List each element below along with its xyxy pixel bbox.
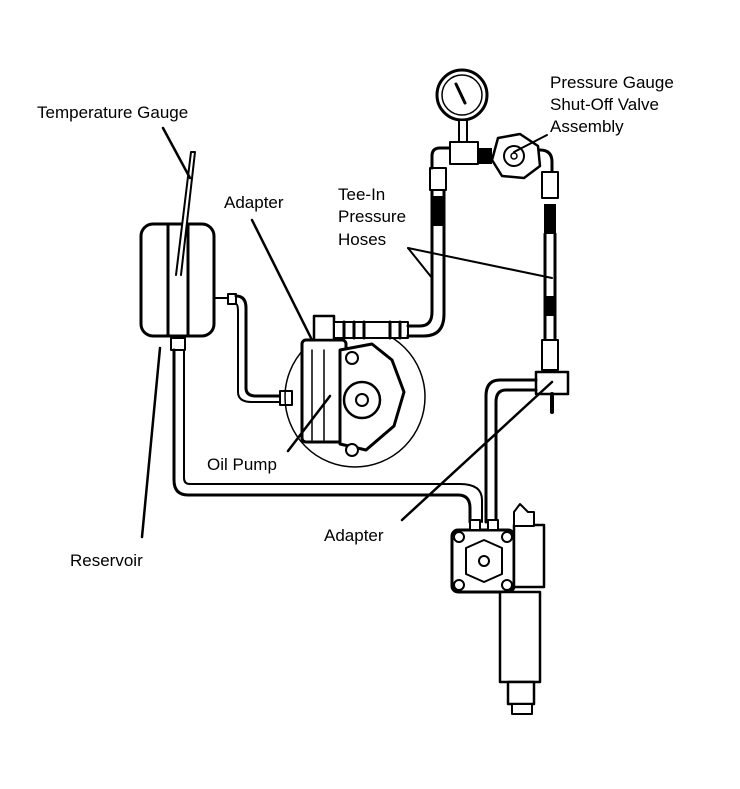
hose-right-elbow	[538, 148, 554, 178]
temperature-gauge-probe	[175, 151, 196, 276]
pump-adapter	[312, 314, 409, 342]
return-line	[172, 348, 472, 524]
leader-shut-off-valve	[513, 134, 548, 153]
tee-in-hose-left-inner	[406, 188, 446, 338]
leader-hose-left	[407, 247, 433, 279]
hose-right-sleeve	[544, 204, 556, 234]
label-tee-in-line1: Tee-In	[338, 185, 385, 204]
leader-hose-right	[407, 247, 553, 279]
reservoir-outlet-fitting	[213, 293, 237, 305]
label-adapter-bottom: Adapter	[324, 526, 384, 545]
leader-adapter-top	[250, 218, 314, 342]
leader-reservoir	[140, 346, 162, 539]
gear-adapter	[484, 370, 570, 524]
leader-temperature-gauge	[161, 126, 192, 180]
return-line-inner	[183, 349, 483, 523]
hose-right-lower-fitting	[541, 339, 559, 371]
label-temperature-gauge: Temperature Gauge	[37, 103, 188, 122]
label-pressure-gauge-line3: Assembly	[550, 117, 624, 136]
leader-oil-pump	[286, 394, 332, 453]
leader-lines	[140, 126, 554, 539]
label-adapter-top: Adapter	[224, 193, 284, 212]
label-oil-pump: Oil Pump	[207, 455, 277, 474]
shut-off-valve	[478, 132, 542, 180]
label-pressure-gauge-line2: Shut-Off Valve	[550, 95, 659, 114]
oil-pump	[300, 338, 406, 457]
label-pressure-gauge-line1: Pressure Gauge	[550, 73, 674, 92]
reservoir	[139, 222, 216, 351]
hose-right-fitting	[541, 171, 559, 199]
hose-left-sleeve	[432, 196, 444, 226]
pressure-gauge	[435, 68, 489, 165]
tee-in-hose-left	[406, 188, 434, 328]
hose-left-elbow	[430, 146, 458, 170]
hose-left-fitting	[429, 167, 447, 191]
supply-line	[234, 294, 282, 398]
hose-right-sleeve-lower	[544, 296, 556, 316]
label-tee-in-line3: Hoses	[338, 230, 386, 249]
leader-adapter-bottom	[400, 380, 554, 522]
supply-line-inner	[235, 303, 281, 403]
steering-gear	[450, 503, 546, 715]
label-reservoir: Reservoir	[70, 551, 143, 570]
label-tee-in-line2: Pressure	[338, 207, 406, 226]
